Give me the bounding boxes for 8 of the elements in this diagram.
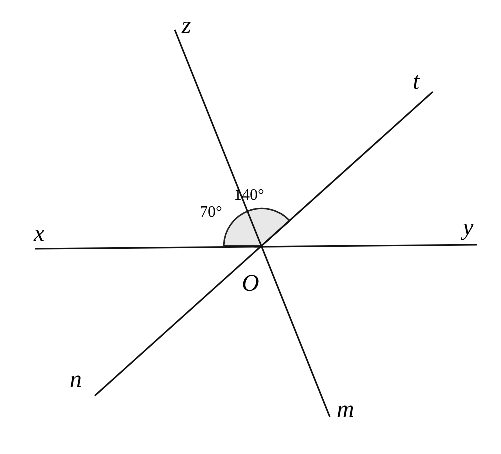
point-label: n	[70, 368, 82, 392]
point-label: O	[242, 272, 260, 296]
point-label: t	[413, 70, 420, 94]
point-label: x	[34, 222, 45, 246]
angle-label: 70°	[200, 205, 222, 221]
point-label: z	[182, 14, 192, 38]
point-label: m	[337, 398, 354, 422]
point-label: y	[463, 216, 474, 240]
